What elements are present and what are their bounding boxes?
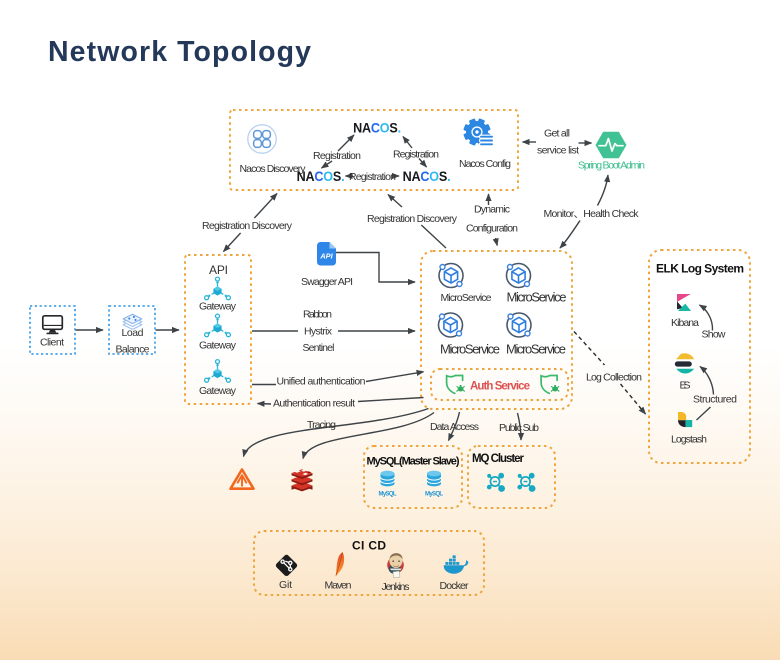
svg-text:MicroService: MicroService [507,290,567,305]
svg-text:Git: Git [279,579,292,591]
svg-text:Client: Client [40,337,64,349]
svg-text:API: API [209,263,228,277]
svg-text:MySQL: MySQL [379,492,397,498]
svg-text:Jenkins: Jenkins [382,581,410,593]
svg-text:MySQL(Master Slave): MySQL(Master Slave) [367,456,460,468]
svg-text:MQ Cluster: MQ Cluster [472,453,525,465]
svg-text:MicroService: MicroService [441,292,492,304]
svg-text:Nacos Discovery: Nacos Discovery [240,163,307,175]
svg-text:Maven: Maven [325,580,352,592]
svg-text:Registration: Registration [313,150,361,162]
svg-text:Monitor、Health Check: Monitor、Health Check [544,208,640,220]
svg-text:Log Collection: Log Collection [586,372,642,384]
svg-text:Gateway: Gateway [199,301,237,313]
svg-text:Show: Show [702,329,726,341]
svg-text:Hystrix: Hystrix [304,326,333,338]
svg-text:Structured: Structured [693,394,737,406]
svg-text:ELK Log System: ELK Log System [656,262,744,276]
svg-text:MySQL: MySQL [425,492,443,498]
svg-text:Registration Discovery: Registration Discovery [202,220,293,232]
svg-text:Swagger API: Swagger API [301,276,353,288]
svg-text:Configuration: Configuration [466,223,518,235]
svg-text:service list: service list [537,145,579,157]
svg-text:ES: ES [680,380,691,392]
svg-text:Nacos Config: Nacos Config [459,158,511,170]
svg-text:Registration: Registration [393,149,439,161]
svg-text:Auth Service: Auth Service [470,381,530,393]
svg-text:Logstash: Logstash [671,434,707,446]
svg-text:Sentinel: Sentinel [303,342,335,354]
svg-text:Gateway: Gateway [199,340,237,352]
svg-text:Authentication result: Authentication result [273,398,355,410]
svg-text:Docker: Docker [440,580,470,592]
svg-text:CI CD: CI CD [352,539,386,553]
svg-text:Gateway: Gateway [199,385,237,397]
svg-text:Kibana: Kibana [671,317,699,329]
svg-text:Public Sub: Public Sub [499,422,539,434]
svg-text:Data Access: Data Access [430,421,479,433]
svg-text:Dynamic: Dynamic [474,204,510,216]
svg-text:Rabbon: Rabbon [303,309,332,321]
svg-text:MicroService: MicroService [506,342,566,357]
svg-text:Tracing: Tracing [307,419,336,431]
svg-text:API: API [319,251,333,260]
svg-text:Registration Discovery: Registration Discovery [367,213,458,225]
svg-text:Registration: Registration [349,171,396,183]
svg-text:Get all: Get all [544,128,570,140]
svg-text:Spring Boot Admin: Spring Boot Admin [578,160,645,172]
svg-text:Balance: Balance [116,344,150,356]
svg-text:Unified authentication: Unified authentication [277,376,366,388]
svg-text:Load: Load [122,327,144,339]
svg-text:MicroService: MicroService [440,342,500,357]
